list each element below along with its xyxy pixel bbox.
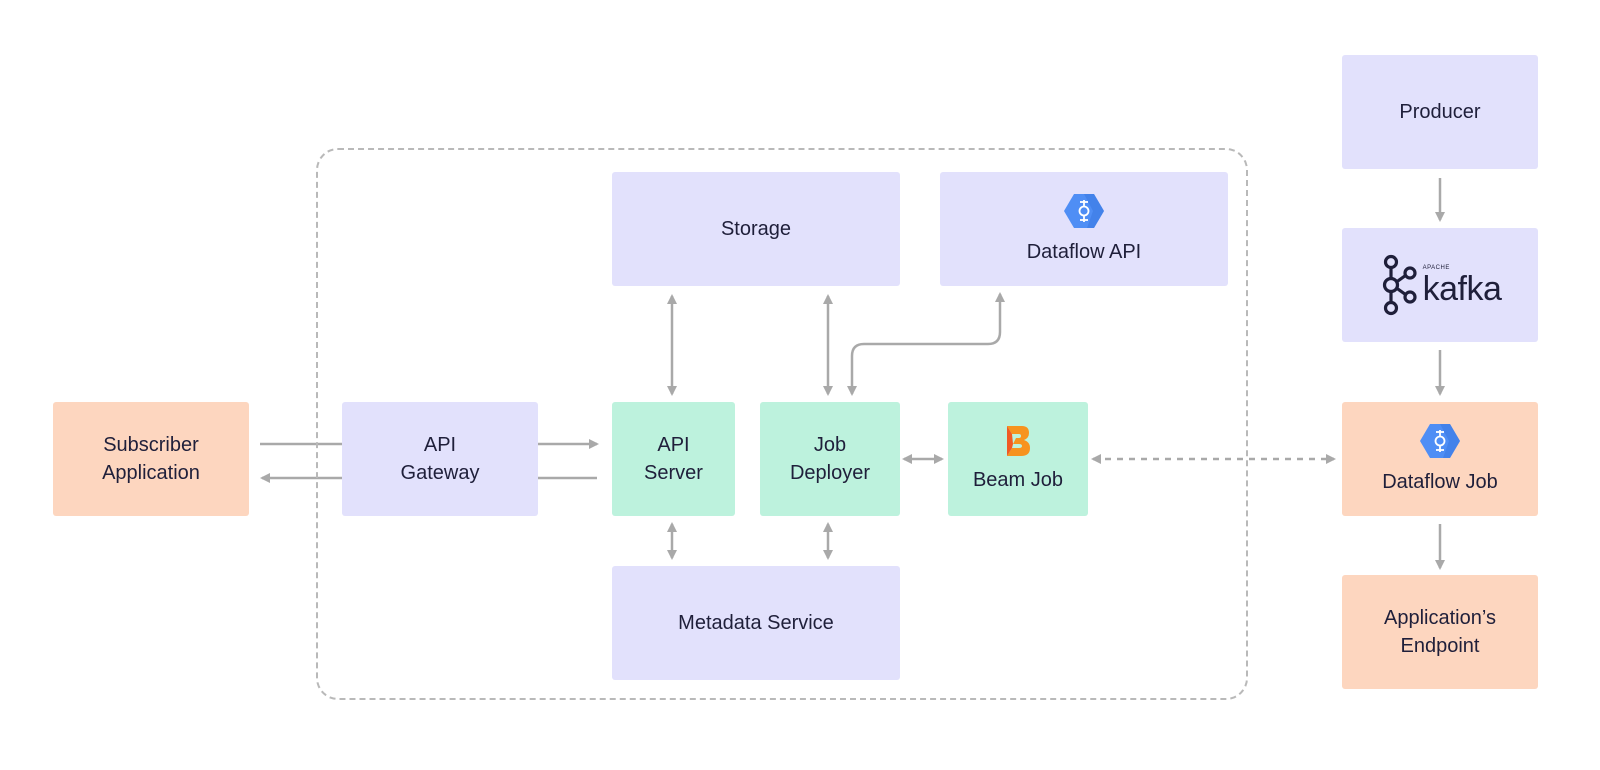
beam-job-node[interactable]: Beam Job (948, 402, 1088, 516)
node-label: Metadata Service (678, 612, 834, 634)
kafka-icon (1382, 254, 1417, 316)
applications-endpoint-node[interactable]: Application’s Endpoint (1342, 575, 1538, 689)
metadata-service-node[interactable]: Metadata Service (612, 566, 900, 680)
kafka-small-label: APACHE (1422, 264, 1450, 271)
subscriber-application-node[interactable]: Subscriber Application (53, 402, 249, 516)
storage-node[interactable]: Storage (612, 172, 900, 286)
job-deployer-node[interactable]: Job Deployer (760, 402, 900, 516)
producer-node[interactable]: Producer (1342, 55, 1538, 169)
dataflow-icon (1064, 194, 1104, 228)
dataflow-job-node[interactable]: Dataflow Job (1342, 402, 1538, 516)
node-label: Subscriber Application (102, 434, 200, 484)
node-label: API Gateway (400, 434, 480, 484)
node-label: API Server (644, 434, 703, 484)
api-gateway-node[interactable]: API Gateway (342, 402, 538, 516)
node-label: Producer (1399, 101, 1481, 123)
node-label: Dataflow Job (1382, 471, 1498, 493)
kafka-wordmark: kafka (1422, 269, 1502, 308)
node-label: Dataflow API (1026, 241, 1142, 263)
node-label: Job Deployer (789, 434, 871, 484)
api-server-node[interactable]: API Server (612, 402, 735, 516)
dataflow-icon (1420, 424, 1460, 458)
node-label: Storage (720, 218, 792, 240)
node-label: Beam Job (972, 469, 1064, 491)
node-label: Application’s Endpoint (1384, 607, 1496, 657)
kafka-logo: APACHE kafka (1379, 254, 1502, 316)
dataflow-api-node[interactable]: Dataflow API (940, 172, 1228, 286)
beam-icon (1007, 426, 1030, 456)
kafka-node[interactable]: APACHE kafka (1342, 228, 1538, 342)
arrow-jobdeployer-dataflowapi (847, 292, 1005, 396)
platform-boundary (316, 148, 1248, 700)
